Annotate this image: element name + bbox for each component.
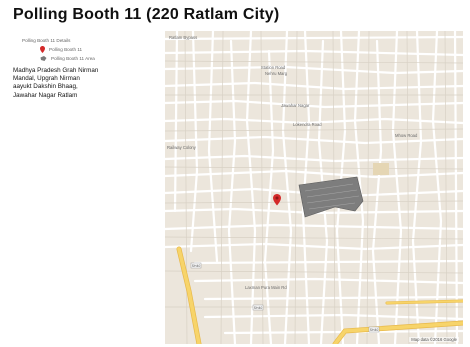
polling-area-polygon[interactable] (298, 176, 364, 218)
map-label: Nehru Marg (265, 71, 288, 76)
polling-area-hatch (304, 183, 360, 210)
map-canvas[interactable]: SH40 SH40 SH40 Ratlam Bypass Station Roa… (165, 31, 463, 344)
legend-item-booth: Polling Booth 11 (40, 46, 162, 53)
map-label: Station Road (261, 65, 286, 70)
legend-heading: Polling Booth 11 Details (22, 38, 71, 43)
map-view[interactable]: SH40 SH40 SH40 Ratlam Bypass Station Roa… (165, 31, 463, 344)
landmark-block (373, 163, 389, 175)
road-shield-label: SH40 (254, 306, 263, 310)
map-labels: Ratlam Bypass Station Road Nehru Marg Ja… (167, 35, 418, 290)
address-line: aayukt Dakshin Bhaag, (13, 83, 78, 91)
legend-item-label: Polling Booth 11 Area (51, 56, 95, 61)
map-label: Mhow Road (395, 133, 418, 138)
road-shield-label: SH40 (192, 264, 201, 268)
map-label: Lokendra Road (293, 122, 322, 127)
map-label: Jawahar Nagar (281, 103, 310, 108)
road-shield-label: SH40 (370, 328, 379, 332)
road-shields: SH40 SH40 SH40 (190, 262, 380, 333)
map-label: Ratlam Bypass (169, 35, 197, 40)
booth-address: Madhya Pradesh Grah Nirman Mandal, Upgra… (13, 67, 153, 100)
legend-item-area: Polling Booth 11 Area (40, 56, 162, 61)
legend: Polling Booth 11 Details Polling Booth 1… (22, 38, 162, 61)
address-line: Mandal, Upgrah Nirman (13, 75, 80, 83)
major-roads (176, 246, 463, 344)
minor-roads (165, 31, 463, 344)
legend-item-label: Polling Booth 11 (49, 47, 83, 52)
address-line: Jawahar Nagar Ratlam (13, 91, 78, 99)
map-label: Railway Colony (167, 145, 197, 150)
polling-booth-marker-icon[interactable] (273, 194, 281, 206)
area-polygon-icon (40, 56, 47, 61)
page-title: Polling Booth 11 (220 Ratlam City) (13, 6, 280, 23)
address-line: Madhya Pradesh Grah Nirman (13, 67, 99, 74)
map-credit: Map data ©2016 Google (409, 337, 459, 342)
map-label: Laxman Pura Main Rd (245, 285, 287, 290)
marker-pin-icon (40, 46, 45, 53)
